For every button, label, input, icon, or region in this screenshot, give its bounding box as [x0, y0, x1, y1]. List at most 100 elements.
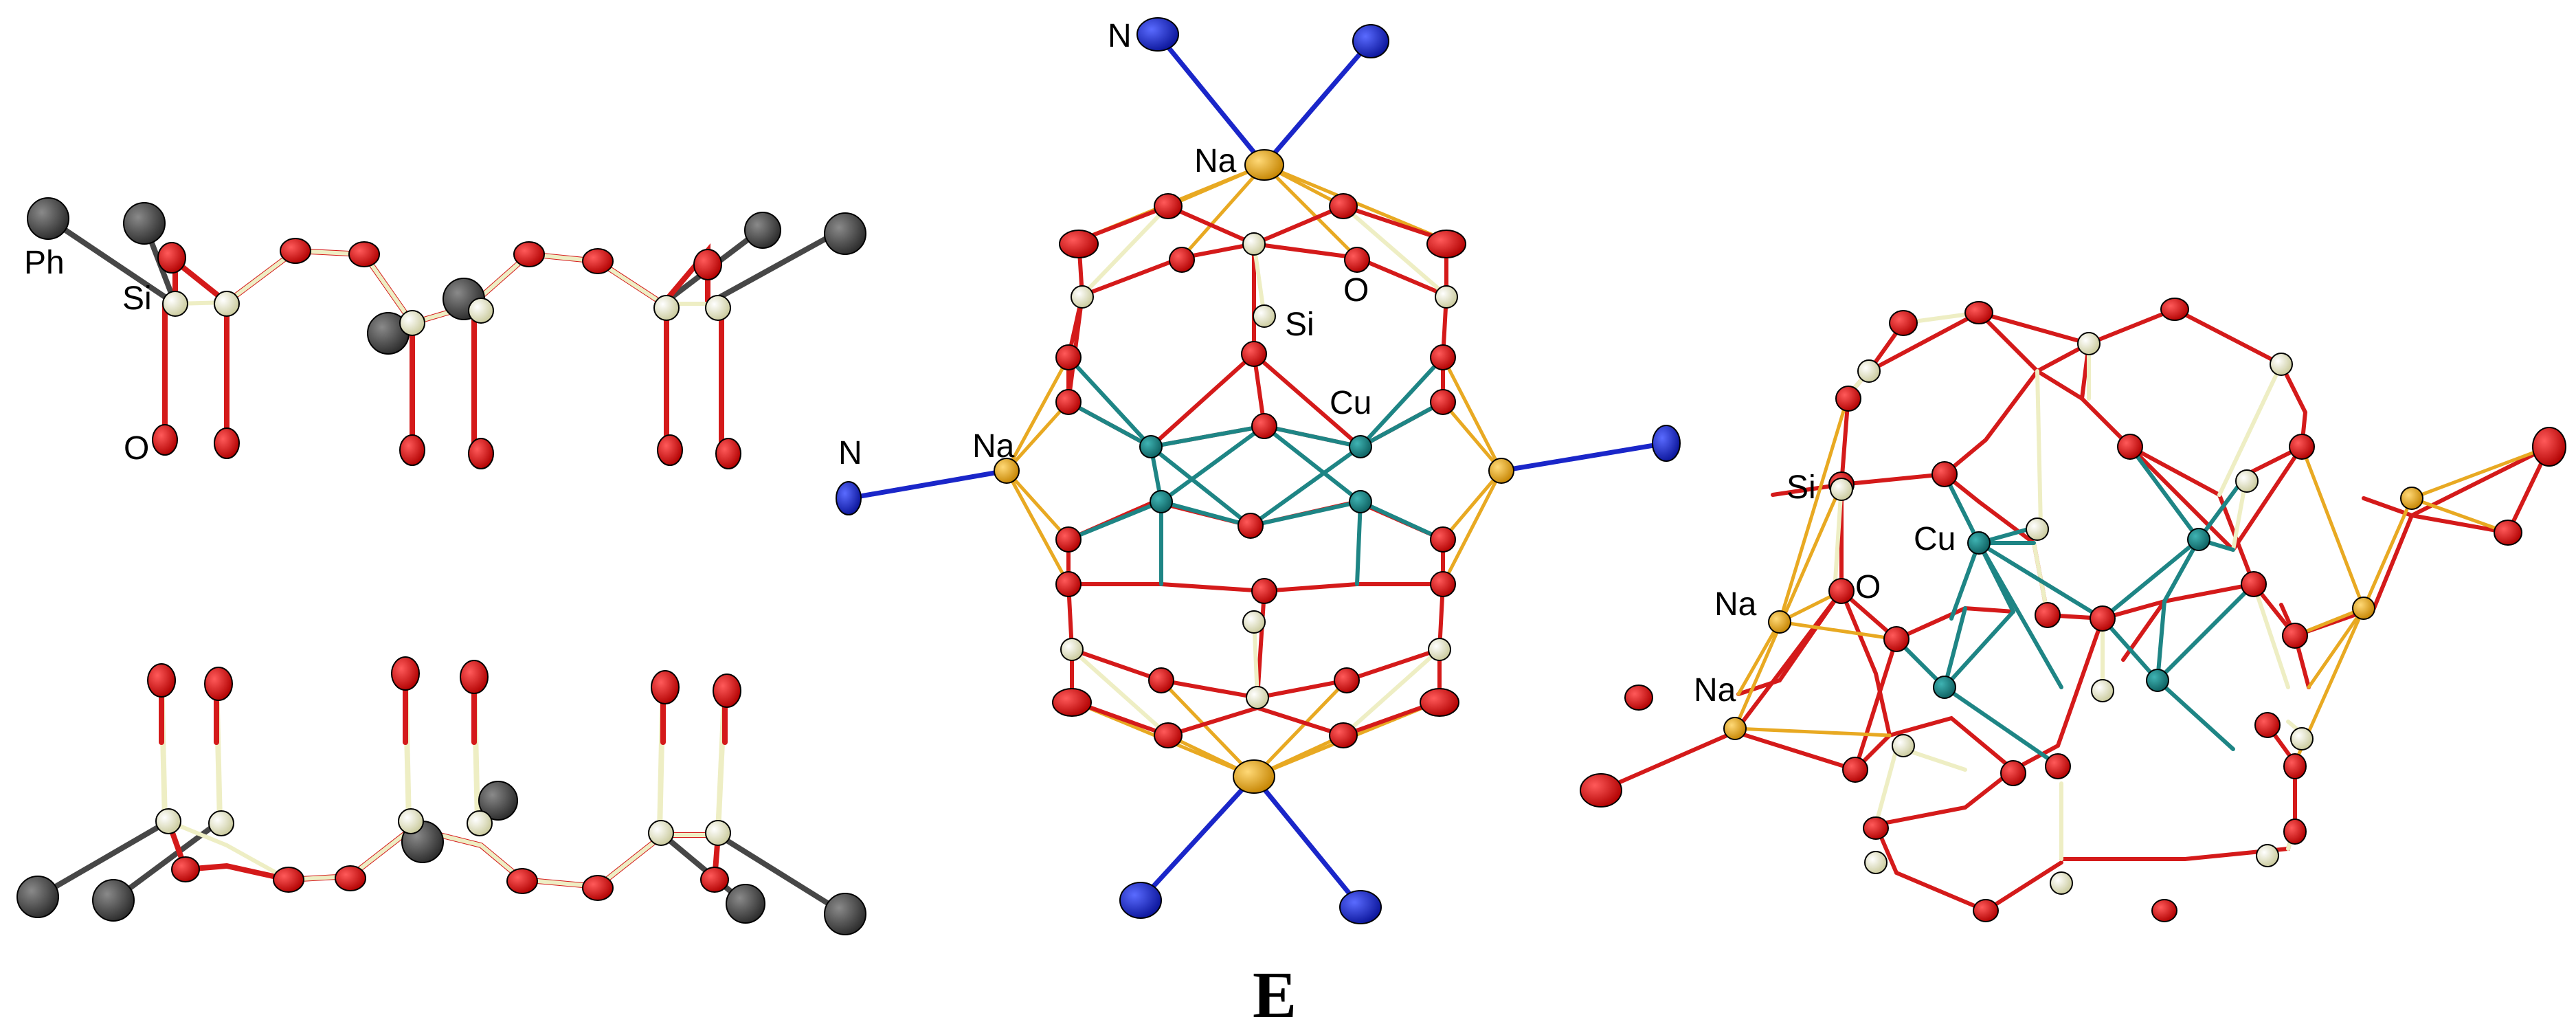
si-atom: [1435, 285, 1458, 309]
si-atom: [399, 310, 425, 336]
o-atom: [2289, 434, 2315, 460]
o-atom: [1055, 571, 1082, 597]
ph-atom: [726, 884, 765, 924]
o-atom: [657, 434, 683, 466]
cu-atom: [1349, 490, 1372, 513]
o-atom: [348, 241, 380, 267]
o-atom: [2160, 298, 2189, 321]
na-left-label: Na: [972, 428, 1015, 465]
n-atom: [1119, 882, 1162, 919]
si-atom: [1246, 686, 1269, 709]
ph-label: Ph: [24, 245, 65, 281]
right-atoms: [1580, 298, 2566, 922]
o-atom: [1052, 688, 1092, 717]
ph-atom: [478, 781, 518, 821]
o-label: O: [124, 430, 149, 467]
n-atom: [836, 481, 862, 515]
o-atom: [1430, 571, 1456, 597]
o-atom: [280, 238, 311, 264]
si-atom: [1857, 359, 1881, 383]
o-atom: [1241, 341, 1267, 367]
si-atom: [705, 295, 731, 321]
cu-atom: [1349, 435, 1372, 458]
left-upper-atoms: [27, 197, 866, 469]
si-atom: [1253, 304, 1276, 328]
o-atom: [2035, 602, 2061, 628]
o-atom: [1148, 667, 1174, 693]
o-atom: [713, 674, 741, 708]
o-atom: [1430, 389, 1456, 415]
o-atom: [1251, 578, 1277, 604]
left-lower-atoms: [16, 656, 866, 935]
o-atom: [1964, 301, 1993, 324]
o-atom: [1055, 344, 1082, 370]
o-atom: [2117, 434, 2143, 460]
na1-right-label: Na: [1714, 586, 1757, 623]
n-atom: [1352, 24, 1389, 58]
n-atom: [1339, 890, 1382, 924]
n-atom: [1652, 425, 1681, 462]
o-atom: [2000, 760, 2026, 786]
center-structure: Na N O Si Cu Na N: [836, 17, 1681, 924]
o-atom: [2282, 623, 2308, 649]
o-atom: [2151, 899, 2177, 922]
n-top-label: N: [1108, 18, 1132, 54]
n-left-label: N: [838, 435, 862, 471]
ph-atom: [824, 893, 866, 935]
ph-atom: [16, 876, 59, 918]
o-right-label: O: [1855, 569, 1881, 605]
o-atom: [2045, 753, 2071, 779]
o-atom: [399, 434, 425, 466]
o-atom: [1251, 413, 1277, 439]
o-atom: [2494, 520, 2522, 546]
si-atom: [2091, 679, 2114, 702]
si-atom: [398, 808, 424, 834]
o-atom: [1835, 386, 1861, 412]
o-atom: [1426, 230, 1466, 258]
si-atom: [1060, 638, 1084, 661]
o-atom: [1580, 773, 1622, 808]
o-atom: [1973, 899, 1999, 922]
o-atom: [2254, 712, 2281, 738]
cu-center-label: Cu: [1330, 385, 1371, 421]
o-atom: [1863, 816, 1889, 840]
ph-atom: [92, 879, 135, 922]
na-atom: [1723, 717, 1747, 740]
o-atom: [2283, 753, 2307, 779]
na-atom: [2400, 487, 2423, 510]
o-atom: [506, 868, 538, 894]
o-atom: [651, 670, 680, 704]
si-atom: [648, 820, 674, 846]
ph-atom: [123, 202, 166, 245]
na-atom: [1768, 610, 1791, 634]
si-atom: [2256, 844, 2279, 867]
si-atom: [2026, 518, 2049, 541]
si-atom: [2290, 727, 2314, 750]
o-atom: [204, 667, 233, 701]
cu-atom: [2187, 528, 2210, 551]
o-atom: [2241, 571, 2267, 597]
o-atom: [214, 427, 240, 459]
o-atom: [1334, 667, 1360, 693]
o-atom: [1329, 722, 1358, 748]
si-atom: [2077, 332, 2101, 355]
o-atom: [460, 660, 489, 694]
si-atom: [705, 820, 731, 846]
na-top-label: Na: [1194, 143, 1237, 179]
o-atom: [1931, 461, 1958, 487]
left-lower-structure: [16, 656, 866, 935]
o-atom: [152, 424, 178, 456]
si-atom: [1892, 734, 1915, 757]
o-atom: [157, 242, 186, 274]
right-structure: Si Cu Na O Na: [1580, 298, 2566, 922]
si-atom: [1830, 478, 1853, 501]
na2-right-label: Na: [1694, 672, 1736, 709]
o-atom: [335, 865, 366, 891]
o-atom: [582, 875, 614, 901]
ph-atom: [824, 212, 866, 255]
o-atom: [1055, 389, 1082, 415]
o-atom: [1889, 310, 1918, 336]
o-atom: [1430, 526, 1456, 553]
si-atom: [2235, 469, 2259, 493]
